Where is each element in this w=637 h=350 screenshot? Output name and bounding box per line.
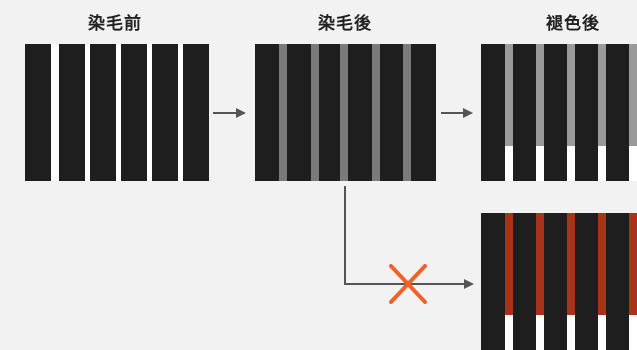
hair-panel-after-fade [481,44,637,181]
faded-stripe [505,44,513,146]
dyed-stripe [340,44,348,181]
x-mark-icon [389,264,427,304]
dyed-stripe [372,44,380,181]
faded-stripe [629,44,637,146]
hair-strand [183,44,209,181]
faded-stripe [567,44,575,146]
label-before-dye: 染毛前 [88,14,142,34]
gap-stripe [598,146,606,181]
gap-stripe [567,146,575,181]
arrow-right-icon [213,108,246,118]
red-stripe [629,213,637,315]
gap-stripe [505,315,513,350]
faded-stripe [536,44,544,146]
gap-stripe [567,315,575,350]
label-after-fade: 褪色後 [546,14,600,34]
hair-strand [59,44,85,181]
gap-stripe [536,315,544,350]
dyed-stripe [311,44,319,181]
faded-stripe [598,44,606,146]
hair-strand [121,44,147,181]
red-stripe [536,213,544,315]
hair-panel-before-dye [25,44,209,181]
gap-stripe [505,146,513,181]
hair-strand [152,44,178,181]
red-stripe [598,213,606,315]
connector-arrow [344,186,474,289]
red-stripe [505,213,513,315]
hair-panel-after-dye [255,44,436,181]
gap-stripe [629,146,637,181]
gap-stripe [536,146,544,181]
arrow-right-icon [441,108,473,118]
red-stripe [567,213,575,315]
dyed-stripe [279,44,287,181]
gap-stripe [629,315,637,350]
hair-strand [25,44,51,181]
hair-strand [90,44,116,181]
gap-stripe [598,315,606,350]
dyed-stripe [403,44,411,181]
hair-panel-alternate [481,213,637,350]
label-after-dye: 染毛後 [318,14,372,34]
